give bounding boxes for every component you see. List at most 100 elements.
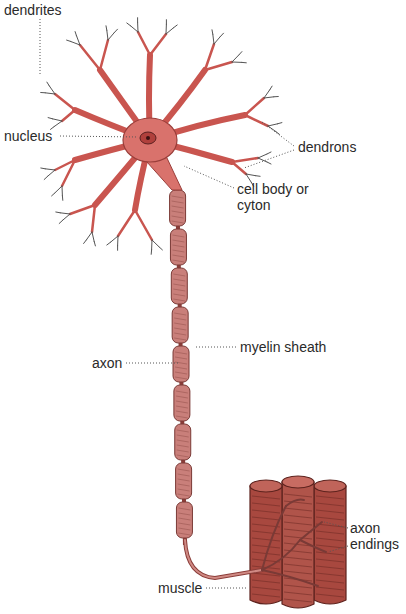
myelin-segment [170,229,186,265]
muscle-striation [284,599,312,602]
myelin-hatch [178,494,190,496]
dendrite-twig [212,30,224,44]
myelin-segment [175,424,191,460]
myelin-hatch [176,406,188,408]
myelin-hatch [178,528,190,530]
myelin-segment [170,190,186,226]
myelin-hatch [173,274,185,276]
part-label: axon endings [350,520,404,552]
muscle-striation [316,545,344,548]
dendrite-twig [166,20,177,34]
muscle-striation [316,566,344,569]
myelin-hatch [177,435,189,437]
muscle-striation [316,573,344,576]
myelin-hatch [178,469,190,471]
myelin-hatch [178,479,190,481]
dendrite-twig [268,123,282,135]
muscle-striation [284,585,312,588]
myelin-hatch [174,338,186,340]
muscle-striation [252,594,280,597]
muscle-striation [316,587,344,590]
myelin-segment [173,346,189,382]
myelin-hatch [175,362,187,364]
myelin-hatch [176,391,188,393]
myelin-hatch [178,523,190,525]
myelin-hatch [175,357,187,359]
dendrite-twig [41,82,55,94]
myelin-segment [174,385,190,421]
myelin-hatch [173,294,185,296]
dendrite-twig [107,236,118,250]
part-label: muscle [158,580,202,596]
myelin-hatch [172,250,184,252]
myelin-hatch [174,333,186,335]
muscle-bundle [250,476,346,608]
part-label: nucleus [4,128,52,144]
dendrite-twig [56,212,70,224]
myelin-hatch [176,416,188,418]
muscle-striation [316,559,344,562]
dendrite-twig [52,186,63,200]
dendrite-twig [48,118,62,130]
myelin-hatch [174,318,186,320]
muscle-striation [252,545,280,548]
leader-lines [40,19,348,588]
myelin-hatch [172,235,184,237]
muscle-striation [252,531,280,534]
myelin-hatch [172,211,184,213]
myelin-hatch [173,279,185,281]
myelin-hatch [173,299,185,301]
dendrite-twig [264,86,278,98]
myelin-hatch [172,240,184,242]
myelin-hatch [178,484,190,486]
dendrite-twig [41,168,55,180]
muscle-striation [252,496,280,499]
muscle-striation [284,536,312,539]
muscle-striation [252,510,280,513]
muscle-striation [284,571,312,574]
muscle-striation [252,580,280,583]
myelin-hatch [172,206,184,208]
dendrite-twig [106,26,118,40]
muscle-striation [284,564,312,567]
myelin-hatch [172,245,184,247]
myelin-hatch [172,216,184,218]
muscle-striation [316,531,344,534]
myelin-hatch [175,367,187,369]
myelin-hatch [176,411,188,413]
myelin-hatch [173,289,185,291]
myelin-hatch [175,352,187,354]
muscle-striation [316,580,344,583]
myelin-hatch [172,201,184,203]
myelin-hatch [178,518,190,520]
myelin-hatch [175,377,187,379]
part-label: dendrites [4,2,62,18]
dendrite-twig [67,32,80,45]
myelin-hatch [177,450,189,452]
myelin-hatch [176,401,188,403]
myelin-hatch [172,255,184,257]
part-label: dendrons [298,139,356,155]
myelin-segment [171,268,187,304]
muscle-striation [284,515,312,518]
muscle-striation [316,538,344,541]
muscle-striation [316,510,344,513]
myelin-hatch [176,396,188,398]
muscle-striation [316,503,344,506]
myelin-hatch [173,284,185,286]
myelin-hatch [174,323,186,325]
dendrite-twig [84,232,96,246]
axon-fibre [170,184,326,586]
muscle-striation [284,522,312,525]
myelin-hatch [174,328,186,330]
myelin-hatch [178,508,190,510]
myelin-hatch [172,196,184,198]
muscle-striation [316,594,344,597]
muscle-striation [316,496,344,499]
muscle-striation [284,529,312,532]
myelin-hatch [174,313,186,315]
muscle-striation [252,587,280,590]
dendrite-twig [232,52,246,63]
muscle-striation [252,538,280,541]
